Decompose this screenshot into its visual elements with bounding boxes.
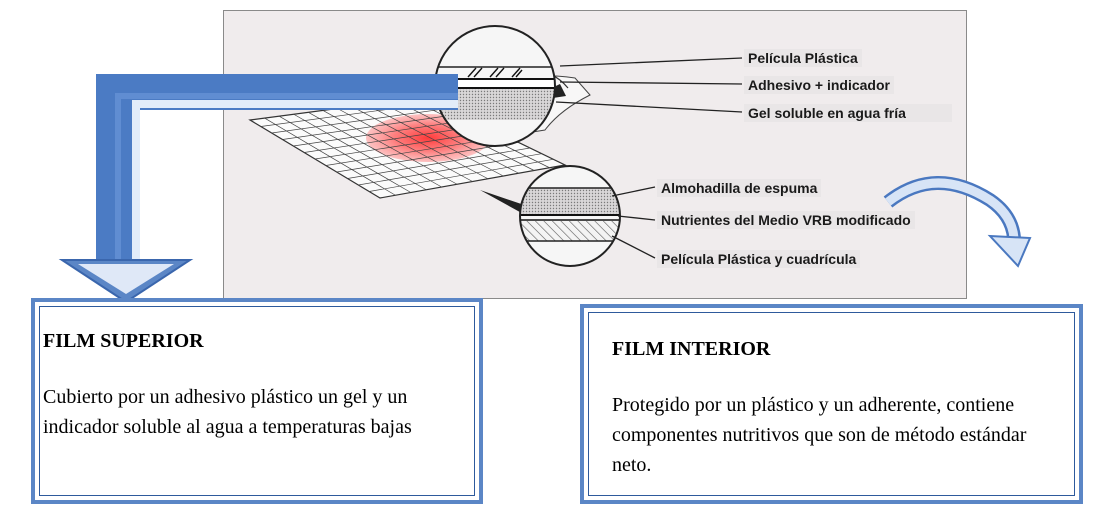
film-superior-inner-border bbox=[39, 306, 475, 496]
label-cold-water-gel: Gel soluble en agua fría bbox=[744, 104, 952, 122]
callout-leader-lines bbox=[555, 57, 743, 259]
label-plastic-film: Película Plástica bbox=[744, 49, 862, 67]
label-foam-pad: Almohadilla de espuma bbox=[657, 179, 822, 197]
grid-line bbox=[358, 153, 542, 186]
grid-line bbox=[369, 158, 554, 192]
right-curved-arrow bbox=[883, 176, 1032, 268]
film-superior-title: FILM SUPERIOR bbox=[43, 330, 204, 352]
bottom-layer-magnifier bbox=[480, 165, 621, 267]
label-plastic-film-grid: Película Plástica y cuadrícula bbox=[657, 250, 861, 268]
film-interior-inner-border bbox=[588, 312, 1075, 496]
grid-base-sheet bbox=[248, 96, 567, 199]
left-l-shaped-arrow bbox=[58, 74, 458, 304]
film-interior-title: FILM INTERIOR bbox=[612, 338, 771, 360]
film-interior-description: Protegido por un plástico y un adherente… bbox=[612, 394, 1027, 476]
film-interior-box: FILM INTERIOR Protegido por un plástico … bbox=[580, 304, 1083, 504]
film-superior-box: FILM SUPERIOR Cubierto por un adhesivo p… bbox=[31, 298, 483, 504]
label-adhesive-indicator: Adhesivo + indicador bbox=[744, 76, 894, 94]
film-superior-description: Cubierto por un adhesivo plástico un gel… bbox=[43, 386, 412, 438]
label-vrb-nutrients: Nutrientes del Medio VRB modificado bbox=[657, 211, 915, 229]
